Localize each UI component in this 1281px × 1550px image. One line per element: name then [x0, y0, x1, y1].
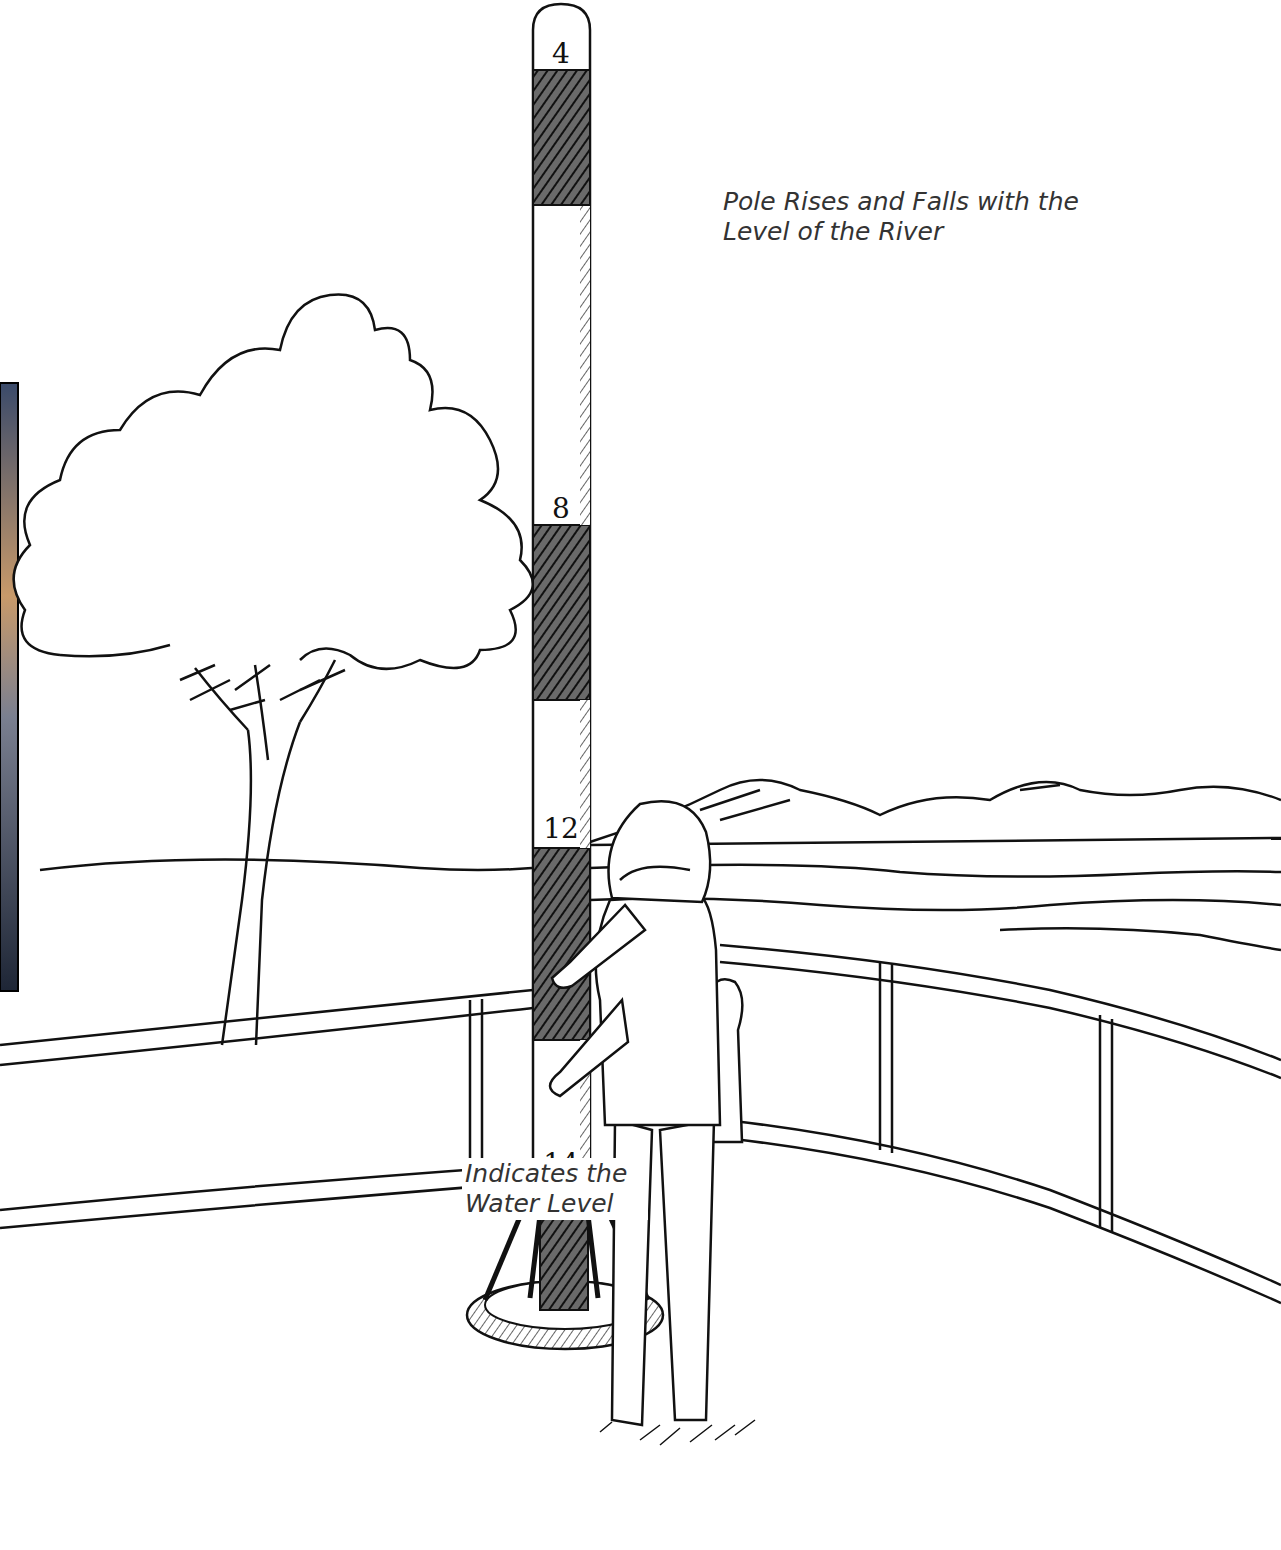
callout-note: Indicates the Water Level — [462, 1158, 648, 1220]
scale-number: 4 — [541, 40, 581, 68]
gauge-pole — [540, 1210, 588, 1310]
tree-canopy — [14, 294, 533, 668]
tree-canopy — [60, 645, 170, 656]
scale-number: 8 — [539, 495, 583, 523]
callout-note: Pole Rises and Falls with the Level of t… — [720, 186, 1086, 248]
person-figure — [550, 801, 720, 1425]
photo-edge — [0, 383, 18, 991]
scale-number: 12 — [536, 815, 586, 843]
gauge-pole — [533, 4, 590, 1178]
ground — [600, 1420, 755, 1445]
tree-trunk — [180, 660, 345, 1045]
